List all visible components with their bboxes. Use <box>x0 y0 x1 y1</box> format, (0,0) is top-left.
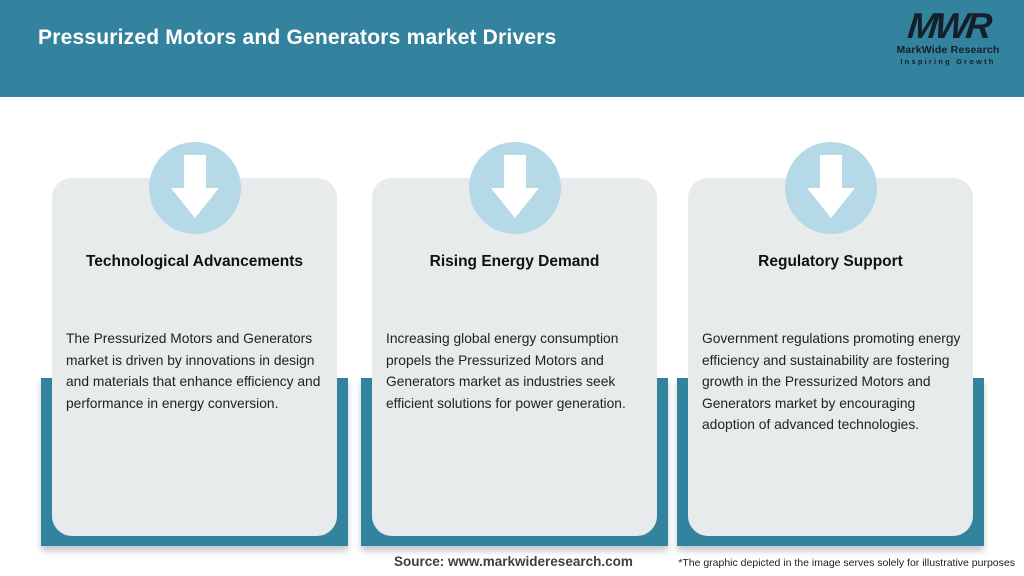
card-body: Rising Energy Demand Increasing global e… <box>372 178 657 536</box>
down-arrow-icon <box>468 142 561 234</box>
card-body: Technological Advancements The Pressuriz… <box>52 178 337 536</box>
down-arrow-icon <box>148 142 241 234</box>
down-arrow-icon <box>784 142 877 234</box>
source-text: Source: www.markwideresearch.com <box>394 554 633 569</box>
card-title: Regulatory Support <box>758 253 903 270</box>
card-title: Rising Energy Demand <box>429 253 600 270</box>
card-title: Technological Advancements <box>85 253 304 270</box>
card-body: Regulatory Support Government regulation… <box>688 178 973 536</box>
disclaimer-text: *The graphic depicted in the image serve… <box>678 557 1015 569</box>
markwide-research-logo: MWR MarkWide Research Inspiring Growth <box>888 5 1008 66</box>
card-description: The Pressurized Motors and Generators ma… <box>66 331 321 411</box>
logo-name: MarkWide Research <box>896 44 1000 56</box>
driver-card-technological-advancements: Technological Advancements The Pressuriz… <box>41 142 348 546</box>
driver-card-regulatory-support: Regulatory Support Government regulation… <box>677 142 984 546</box>
card-description: Government regulations promoting energy … <box>702 331 961 433</box>
logo-acronym: MWR <box>905 5 991 46</box>
header-bar: Pressurized Motors and Generators market… <box>0 0 1024 97</box>
logo-tagline: Inspiring Growth <box>900 56 996 66</box>
card-description: Increasing global energy consumption pro… <box>386 331 626 411</box>
driver-card-rising-energy-demand: Rising Energy Demand Increasing global e… <box>361 142 668 546</box>
page-title: Pressurized Motors and Generators market… <box>38 26 557 49</box>
